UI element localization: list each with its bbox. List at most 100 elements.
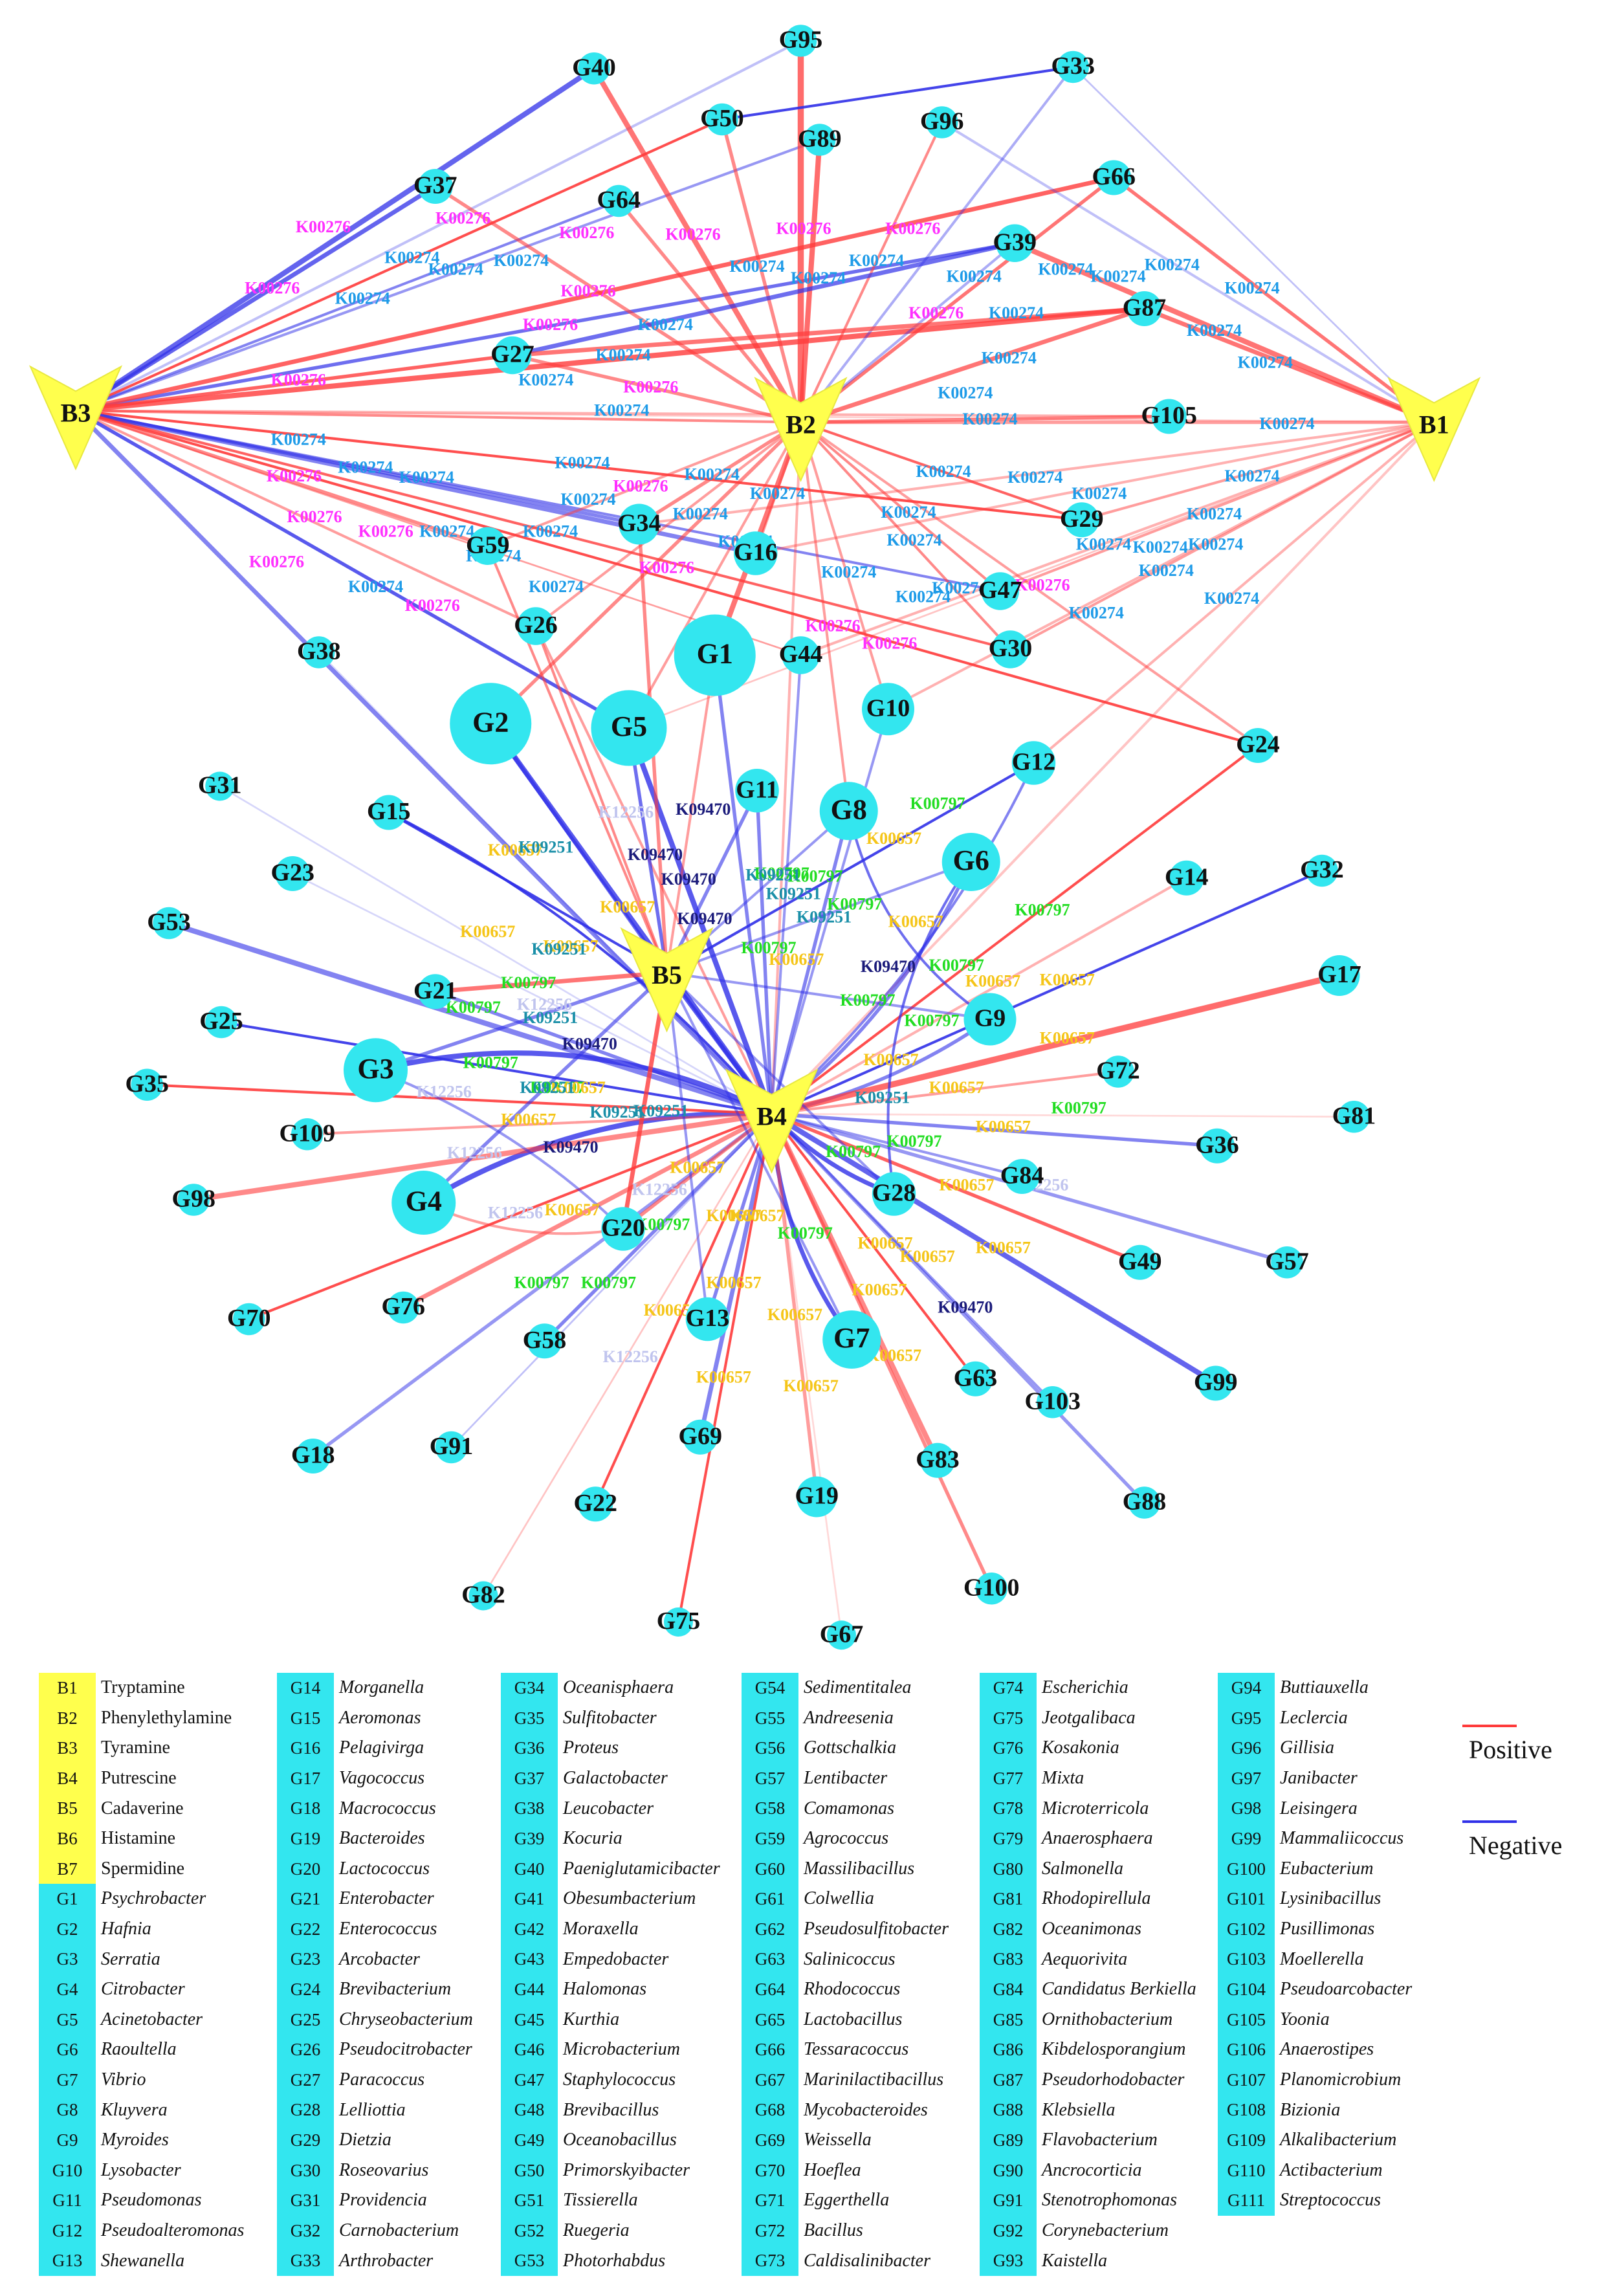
ko-label: K09251 <box>589 1103 644 1121</box>
legend-code: G3 <box>39 1944 96 1974</box>
ko-label: K00657 <box>767 1305 822 1324</box>
legend-code: G65 <box>742 2004 798 2035</box>
legend-code: G70 <box>742 2155 798 2186</box>
edge-B5-G15 <box>387 811 668 975</box>
legend-code: G13 <box>39 2246 96 2276</box>
node-G5 <box>591 690 667 766</box>
legend-code: B7 <box>39 1853 96 1884</box>
node-G32 <box>1306 854 1338 887</box>
ko-label: K12256 <box>517 995 572 1014</box>
legend-code: G5 <box>39 2004 96 2035</box>
edge-B3-G37 <box>73 184 438 413</box>
node-label-B2: B2 <box>786 410 816 439</box>
ko-label: K00274 <box>518 370 573 389</box>
edge-B2-G34 <box>637 420 803 526</box>
node-G95 <box>784 25 817 57</box>
ko-label: K00797 <box>787 867 842 886</box>
legend-name: Tyramine <box>101 1738 170 1758</box>
ko-label: K00797 <box>741 938 796 957</box>
legend-code: B5 <box>39 1793 96 1824</box>
node-label-G31: G31 <box>198 772 242 799</box>
edge-B4-G109 <box>305 1112 773 1136</box>
legend-name: Hoeflea <box>804 2159 861 2180</box>
ko-label: K00276 <box>1015 576 1070 595</box>
legend-name: Gottschalkia <box>804 1738 897 1758</box>
node-G103 <box>1037 1386 1069 1418</box>
node-G23 <box>275 856 311 891</box>
legend-code: G36 <box>501 1733 558 1763</box>
ko-label: K00274 <box>1238 353 1293 371</box>
legend-name: Shewanella <box>101 2250 185 2271</box>
legend-code: G110 <box>1218 2155 1275 2186</box>
legend-name: Massilibacillus <box>804 1858 915 1879</box>
node-layer: B1B2B3B4B5G1G2G3G4G5G6G7G8G9G10G11G12G13… <box>28 25 1481 1650</box>
node-G21 <box>417 974 453 1010</box>
node-G29 <box>1064 502 1099 538</box>
node-G64 <box>602 184 635 217</box>
node-G83 <box>920 1442 955 1478</box>
node-label-B4: B4 <box>756 1101 787 1131</box>
node-label-G27: G27 <box>490 341 534 368</box>
node-G99 <box>1198 1365 1233 1401</box>
edge-B2-B4 <box>770 421 802 1116</box>
legend-name: Roseovarius <box>339 2159 429 2180</box>
ko-label: K00274 <box>886 531 941 549</box>
legend-name: Leucobacter <box>563 1798 654 1818</box>
ko-label: K00274 <box>896 588 951 606</box>
node-G63 <box>958 1361 993 1396</box>
ko-label: K00797 <box>446 998 501 1017</box>
legend-code: G28 <box>277 2095 334 2125</box>
legend-code: G15 <box>277 1703 334 1734</box>
legend-code: G96 <box>1218 1733 1275 1763</box>
legend-name: Pseudoalteromonas <box>101 2220 245 2240</box>
legend-code: G44 <box>501 1974 558 2005</box>
edge-B5-G12 <box>665 761 1035 975</box>
node-G67 <box>827 1620 856 1650</box>
edge-B5-G13 <box>665 971 709 1321</box>
ko-label: K00274 <box>594 401 649 420</box>
edge-B3-B2 <box>74 409 802 424</box>
legend-name: Planomicrobium <box>1280 2070 1402 2090</box>
legend-code: G67 <box>742 2064 798 2095</box>
legend-code: G23 <box>277 1944 334 1974</box>
ko-label: K00274 <box>1072 484 1127 503</box>
legend-code: G61 <box>742 1884 798 1914</box>
legend-name: Eubacterium <box>1280 1858 1374 1879</box>
node-label-G21: G21 <box>413 977 457 1004</box>
node-label-B3: B3 <box>61 399 91 428</box>
legend-name: Halomonas <box>563 1979 647 2000</box>
edge-B4-G69 <box>698 1111 774 1440</box>
legend-code: G104 <box>1218 1974 1275 2005</box>
edge-B3-G87 <box>72 305 1147 414</box>
ko-label: K00274 <box>729 257 784 276</box>
legend-name: Yoonia <box>1280 2009 1330 2029</box>
legend-code: G42 <box>501 1914 558 1945</box>
edge-B4-G25 <box>219 1021 773 1116</box>
node-label-G99: G99 <box>1194 1369 1238 1396</box>
node-G109 <box>291 1118 324 1151</box>
ko-label: K00657 <box>600 898 655 916</box>
node-G34 <box>619 503 660 545</box>
ko-label: K00657 <box>784 1376 839 1395</box>
ko-label: K00276 <box>613 477 668 496</box>
node-G35 <box>131 1068 163 1101</box>
node-label-G22: G22 <box>573 1490 617 1517</box>
node-B3 <box>28 365 123 470</box>
